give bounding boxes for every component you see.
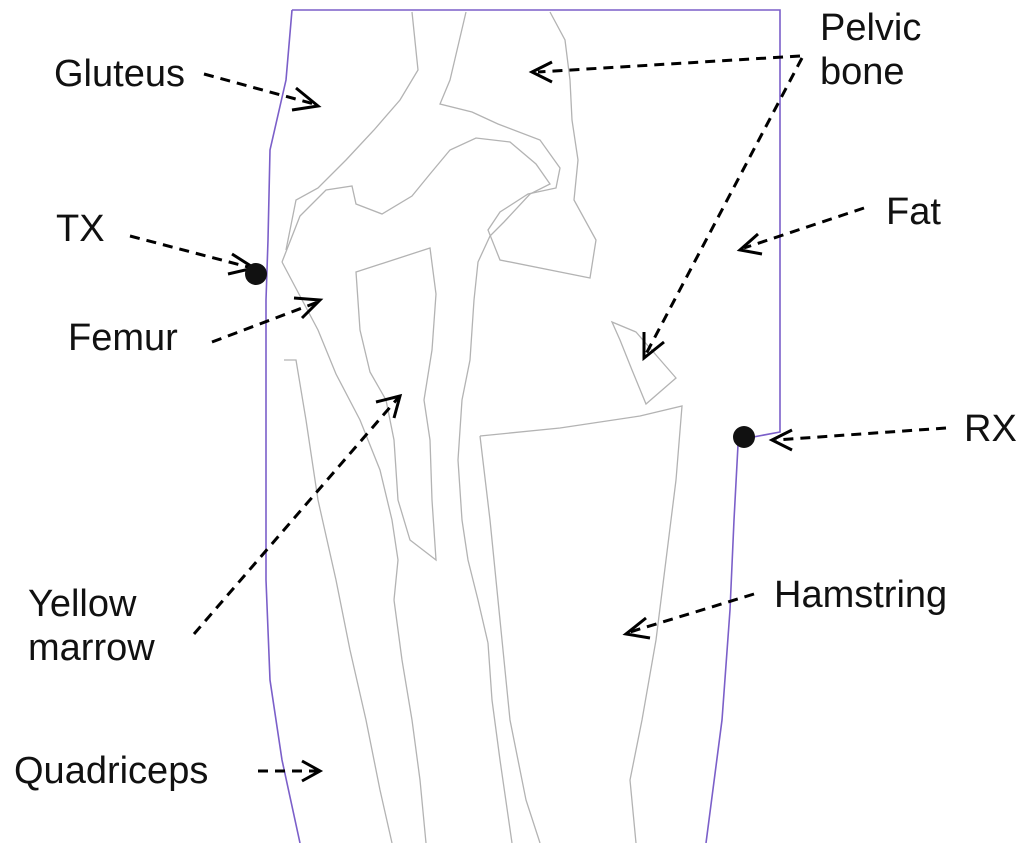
gluteus-label: Gluteus (54, 52, 185, 96)
muscle-divider (488, 643, 512, 843)
quadriceps-label: Quadriceps (14, 749, 208, 793)
hamstring-arrow (630, 594, 754, 632)
pelvic-bone-label: Pelvic bone (820, 6, 921, 94)
quadriceps-inner-edge (394, 600, 426, 843)
yellow-marrow-label: Yellow marrow (28, 582, 155, 670)
fat-label: Fat (886, 190, 941, 234)
pelvic-bone-boundary (440, 12, 596, 278)
tx-marker (245, 263, 267, 285)
femur-boundary (282, 138, 550, 643)
femur-shaft-left (282, 262, 398, 600)
gluteus-arrowhead (292, 88, 318, 110)
pelvic-bone-arrow-1 (538, 56, 800, 72)
yellow-marrow-arrow (194, 398, 398, 634)
hamstring-left-edge (480, 436, 540, 843)
femur-arrow (212, 302, 318, 342)
tx-label: TX (56, 207, 105, 251)
fat-arrow (744, 208, 864, 248)
pelvic-bone-arrow-2 (646, 58, 802, 354)
hamstring-label: Hamstring (774, 573, 947, 617)
femur-label: Femur (68, 316, 178, 360)
annotation-arrows (130, 56, 946, 781)
body-outline (266, 10, 780, 843)
tx-arrow (130, 236, 252, 268)
rx-marker (733, 426, 755, 448)
rx-label: RX (964, 407, 1017, 451)
gluteus-boundary (286, 12, 418, 250)
yellow-marrow-boundary (356, 248, 436, 560)
rx-arrow (776, 428, 946, 440)
tissue-boundaries (282, 12, 682, 843)
